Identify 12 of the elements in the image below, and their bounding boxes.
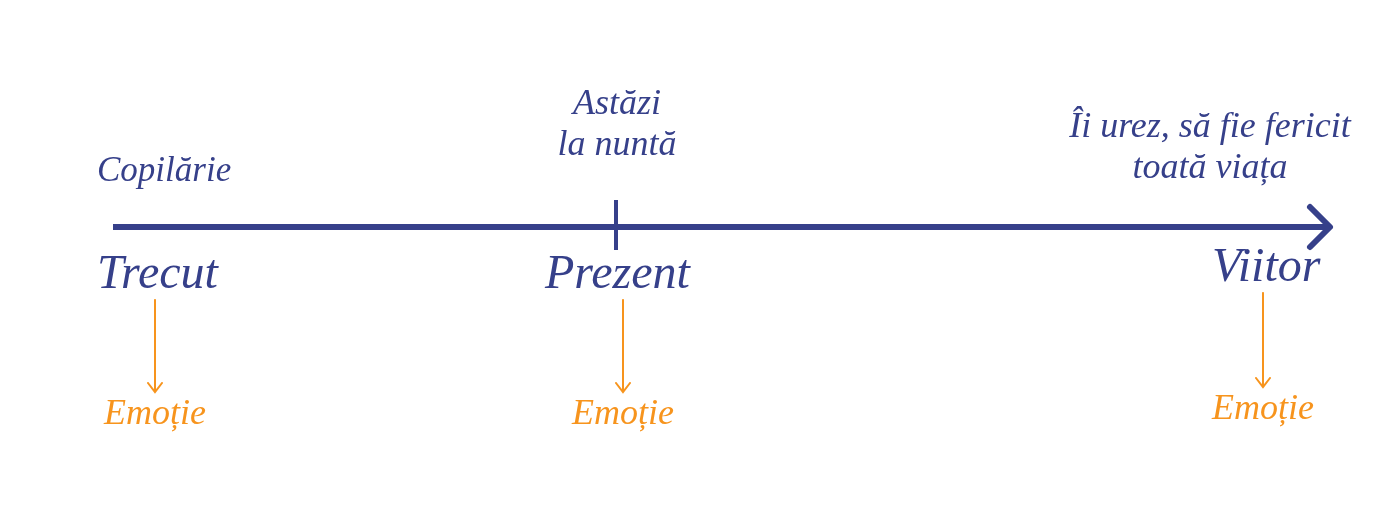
arrow	[1255, 291, 1271, 388]
arrow	[615, 298, 631, 393]
period-label: Viitor	[1212, 237, 1321, 293]
emotion-label: Emoție	[572, 392, 674, 434]
caption-text: Astăzi la nuntă	[556, 82, 678, 165]
emotion-label: Emoție	[1212, 387, 1314, 429]
emotion-label: Emoție	[104, 392, 206, 434]
arrow	[147, 298, 163, 393]
period-label: Trecut	[97, 244, 218, 300]
caption-text: Copilărie	[97, 150, 232, 191]
caption-text: Îi urez, să fie fericit toată viața	[1068, 105, 1353, 188]
period-label: Prezent	[545, 244, 690, 300]
